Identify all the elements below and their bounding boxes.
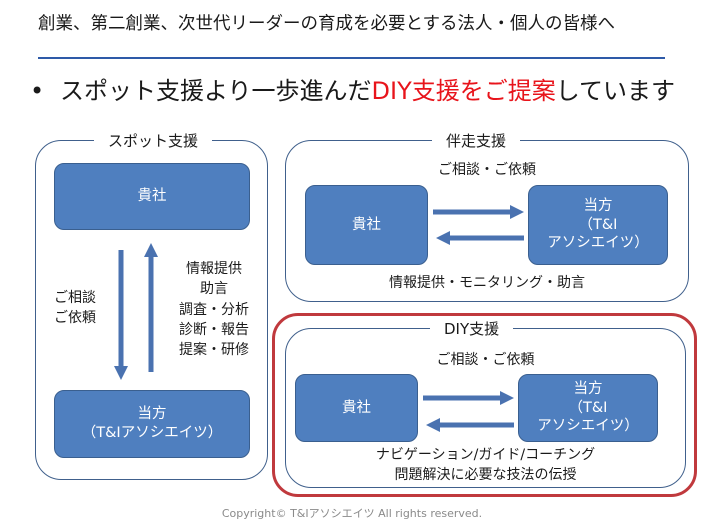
diy-service-line2: 問題解決に必要な技法の伝授 [394, 467, 577, 484]
diy-provider-box: 当方 （T&I アソシエイツ） [518, 374, 658, 442]
diy-client-label: 貴社 [342, 399, 371, 416]
accompany-arrow-right [433, 205, 524, 219]
accompany-service-text: 情報提供・モニタリング・助言 [389, 275, 585, 291]
diy-highlight-frame [272, 313, 697, 497]
spot-service-line: 提案・研修 [179, 342, 249, 359]
diy-service-text: ナビゲーション/ガイド/コーチング 問題解決に必要な技法の伝授 [285, 445, 686, 486]
accompany-panel-title: 伴走支援 [432, 130, 521, 151]
spot-provider-line2: （T&Iアソシエイツ） [81, 425, 223, 441]
spot-panel-title: スポット支援 [94, 130, 213, 151]
accompany-provider-line: 当方 [583, 197, 613, 214]
accompany-arrow-left [436, 231, 524, 245]
spot-request-line: ご依頼 [54, 310, 96, 327]
spot-service-line: 情報提供 [186, 261, 242, 277]
spot-arrow-down [114, 250, 128, 380]
spot-provider-line1: 当方 [137, 406, 167, 423]
diy-provider-line: 当方 [573, 380, 603, 397]
accompany-client-label: 貴社 [352, 216, 381, 233]
accompany-provider-line: （T&I [578, 216, 618, 233]
header-rule [38, 57, 665, 59]
accompany-client-box: 貴社 [305, 185, 428, 265]
diy-client-box: 貴社 [295, 374, 418, 442]
accompany-request-text: ご相談・ご依頼 [438, 162, 536, 178]
spot-service-line: 調査・分析 [179, 301, 249, 318]
bullet-glyph: • [30, 77, 45, 105]
headline-post: しています [555, 77, 676, 105]
headline-pre: スポット支援より一歩進んだ [60, 77, 372, 105]
diy-request-text: ご相談・ご依頼 [436, 352, 535, 368]
copyright-footer: Copyright© T&Iアソシエイツ All rights reserved… [221, 507, 483, 520]
diy-arrow-right [423, 391, 514, 405]
diy-provider-line: （T&I [568, 399, 608, 416]
spot-arrow-up [144, 243, 158, 372]
diy-arrow-left [426, 418, 514, 432]
accompany-provider-line: アソシエイツ） [547, 235, 649, 252]
subtitle: 創業、第二創業、次世代リーダーの育成を必要とする法人・個人の皆様へ [38, 14, 615, 34]
spot-client-box: 貴社 [54, 163, 250, 230]
headline-highlight: DIY支援をご提案 [371, 77, 556, 105]
diy-service-line1: ナビゲーション/ガイド/コーチング [375, 447, 596, 463]
spot-service-line: 助言 [200, 281, 228, 298]
spot-client-label: 貴社 [137, 188, 167, 205]
diy-panel-title: DIY支援 [430, 318, 514, 339]
accompany-provider-box: 当方 （T&I アソシエイツ） [528, 185, 668, 265]
spot-provider-box: 当方 （T&Iアソシエイツ） [54, 390, 250, 458]
spot-service-line: 診断・報告 [179, 321, 249, 338]
headline: • スポット支援より一歩進んだDIY支援をご提案しています [30, 71, 675, 106]
spot-request-text: ご相談 ご依頼 [54, 288, 96, 329]
spot-request-line: ご相談 [54, 290, 96, 306]
spot-service-text: 情報提供 助言 調査・分析 診断・報告 提案・研修 [166, 259, 262, 360]
diy-provider-line: アソシエイツ） [537, 418, 639, 435]
